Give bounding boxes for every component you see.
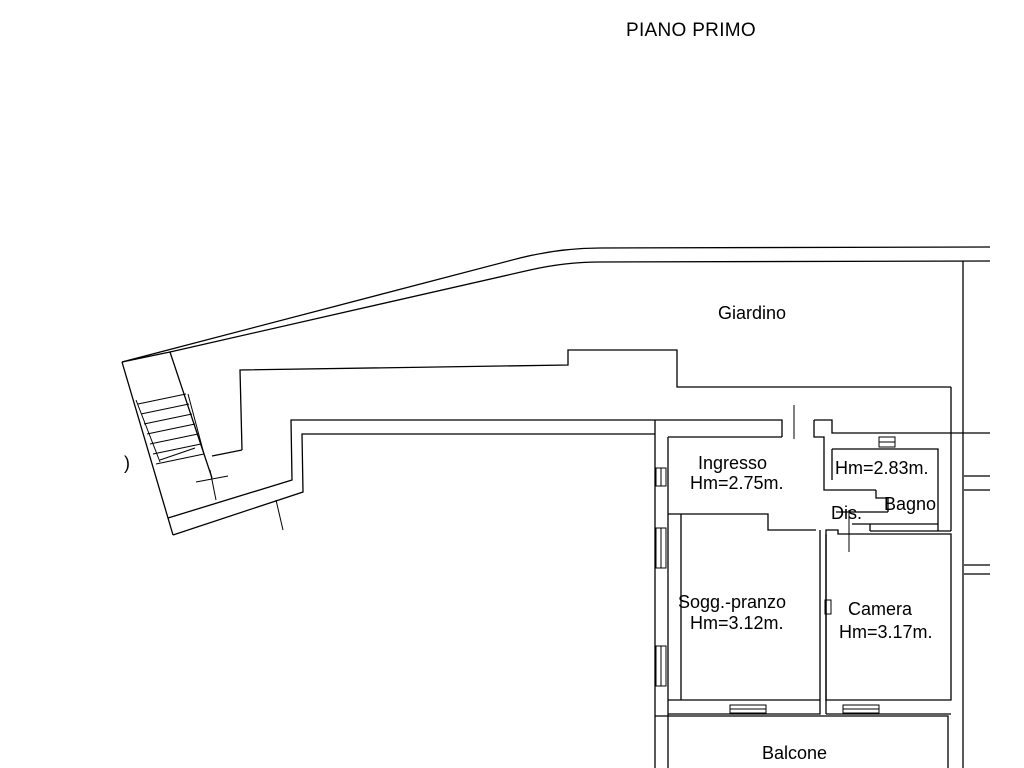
room-soggiorno-height: Hm=3.12m. [690,613,784,633]
room-camera-height: Hm=3.17m. [839,622,933,642]
garden-boundary [121,246,991,768]
room-bagno-height: Hm=2.83m. [835,458,929,478]
openings [655,405,896,714]
stray-glyph: ) [124,453,130,473]
plan-title: PIANO PRIMO [626,20,756,41]
building-walls [654,419,990,768]
room-soggiorno-label: Sogg.-pranzo [678,592,786,612]
room-camera-label: Camera [848,599,913,619]
room-bagno-label: Bagno [884,494,936,514]
garden-inner-wall [239,349,951,451]
staircase [121,351,284,536]
access-walkway [167,419,655,536]
room-balcone-label: Balcone [762,743,827,763]
room-giardino-label: Giardino [718,303,786,323]
room-ingresso-label: Ingresso [698,453,767,473]
room-disimpegno-label: Dis. [831,503,862,523]
room-ingresso-height: Hm=2.75m. [690,473,784,493]
